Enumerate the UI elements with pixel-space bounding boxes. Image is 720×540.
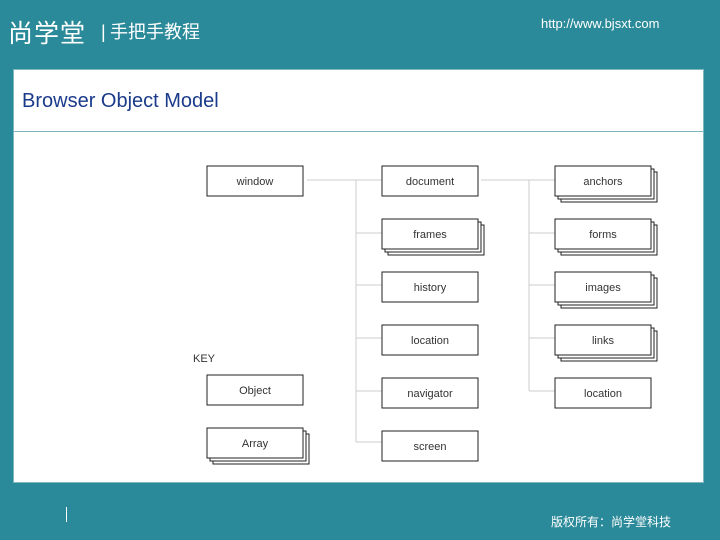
key-array: Array [206,427,310,465]
node-doc-forms: forms [554,218,658,256]
node-screen: screen [381,430,479,462]
footer-divider [66,507,67,522]
site-url[interactable]: http://www.bjsxt.com [541,16,660,31]
node-window: window [206,165,304,197]
node-label: window [236,176,274,188]
node-label: location [411,335,449,347]
connector-lines [307,179,555,443]
node-label: anchors [583,176,623,188]
node-label: document [406,176,454,188]
header-separator: | [101,22,106,42]
node-label: images [585,282,621,294]
node-document: document [381,165,479,197]
bom-diagram: window document frames history location navig… [193,165,658,465]
node-label: navigator [407,388,453,400]
node-label: location [584,388,622,400]
node-label: screen [413,441,446,453]
node-label: forms [589,229,617,241]
node-label: frames [413,229,447,241]
node-doc-location: location [554,377,652,409]
copyright: 版权所有：尚学堂科技 [551,515,672,529]
node-label: Array [242,438,269,450]
node-doc-images: images [554,271,658,309]
node-doc-links: links [554,324,658,362]
title-row: Browser Object Model [14,70,703,132]
content-panel: Browser Object Model window document frame… [13,69,704,483]
node-doc-anchors: anchors [554,165,658,203]
diagram-nodes: window document frames history location navig… [206,165,658,465]
node-navigator: navigator [381,377,479,409]
node-label: Object [239,385,271,397]
logo: 尚学堂 [8,19,87,48]
slogan: 手把手教程 [110,22,200,43]
header: 尚学堂 | 手把手教程 http://www.bjsxt.com [0,0,720,58]
node-label: history [414,282,447,294]
node-frames: frames [381,218,485,256]
node-history: history [381,271,479,303]
node-location: location [381,324,479,356]
slide-title: Browser Object Model [22,90,219,112]
key-object: Object [206,374,304,406]
key-label: KEY [193,353,216,365]
node-label: links [592,335,615,347]
footer: 版权所有：尚学堂科技 [0,496,720,540]
